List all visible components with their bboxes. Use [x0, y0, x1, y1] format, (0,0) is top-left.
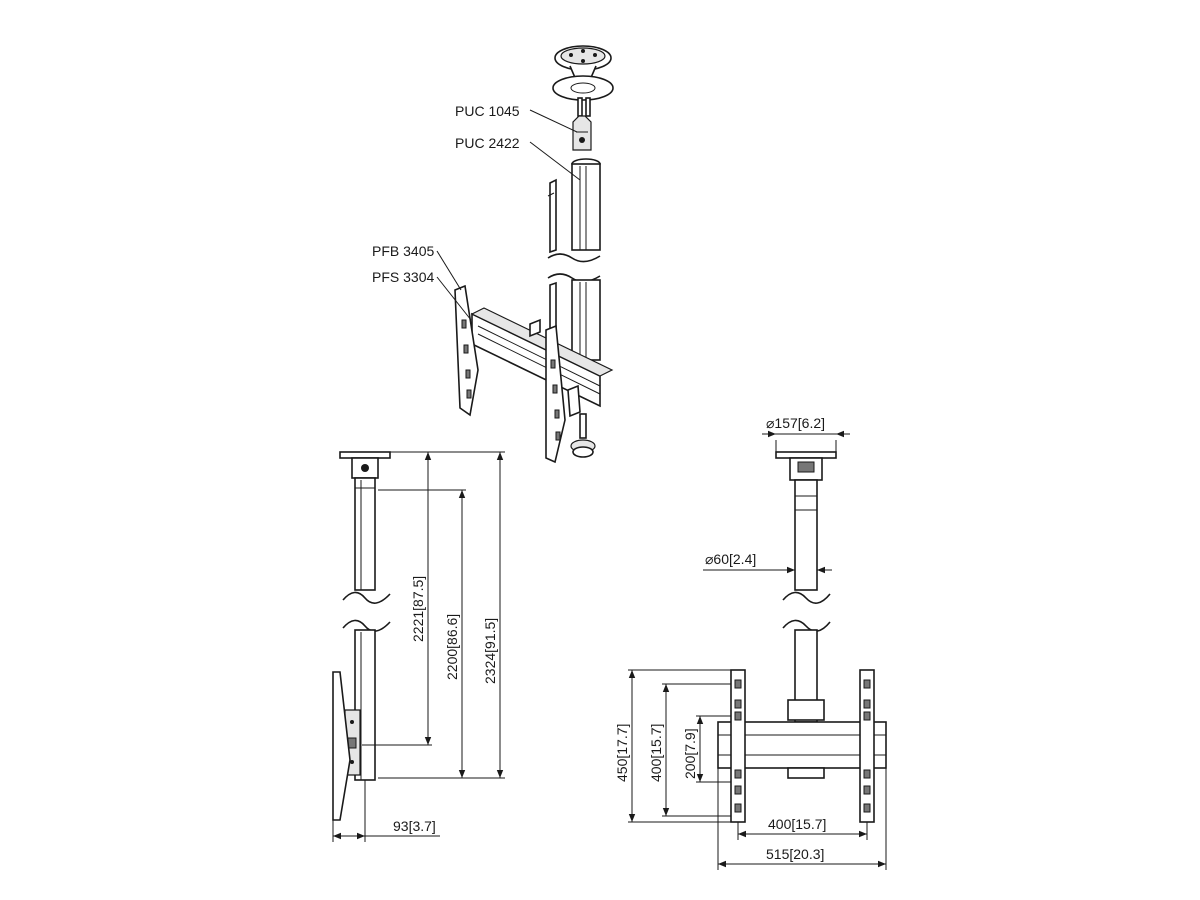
coupling-part: [572, 115, 592, 151]
label-puc-1045: PUC 1045: [455, 103, 520, 119]
front-crossbar: [717, 721, 887, 769]
dim-515: 515[20.3]: [766, 846, 824, 862]
dim-200: 200[7.9]: [682, 728, 698, 779]
dim-400-vertical: 400[15.7]: [648, 724, 664, 782]
label-pfs-3304: PFS 3304: [372, 269, 434, 285]
dim-diameter-60: ⌀60[2.4]: [705, 551, 756, 567]
pole-top-section: [547, 158, 601, 263]
dim-2221: 2221[87.5]: [410, 576, 426, 642]
leader-puc1045: [529, 109, 578, 133]
dim-400-horizontal: 400[15.7]: [768, 816, 826, 832]
front-ceiling-plate: [775, 451, 837, 459]
side-view: 2221[87.5] 2200[86.6] 2324[91.5] 93[3.7]: [332, 451, 505, 842]
display-arm: [470, 307, 614, 408]
locking-knob: [570, 413, 596, 458]
dim-93: 93[3.7]: [393, 818, 436, 834]
display-interface-right: [545, 324, 581, 464]
dim-2200: 2200[86.6]: [444, 614, 460, 680]
front-view: ⌀157[6.2] ⌀60[2.4] 450[17.7] 400[15.7] 2…: [614, 415, 887, 870]
front-pole-upper: [794, 479, 818, 591]
leader-pfb3405: [436, 250, 462, 291]
side-ceiling-plate: [339, 451, 391, 459]
label-pfb-3405: PFB 3405: [372, 243, 434, 259]
ceiling-plate: [552, 45, 614, 101]
dim-450: 450[17.7]: [614, 724, 630, 782]
dim-diameter-157: ⌀157[6.2]: [766, 415, 825, 431]
front-rail-left: [730, 669, 746, 823]
dim-2324: 2324[91.5]: [482, 618, 498, 684]
label-puc-2422: PUC 2422: [455, 135, 520, 151]
leader-puc2422: [529, 141, 581, 181]
side-display-plate: [332, 671, 351, 821]
front-rail-right: [859, 669, 875, 823]
leader-pfs3304: [436, 276, 472, 321]
display-interface-left: [454, 284, 479, 417]
side-pole-upper: [354, 477, 376, 591]
exploded-view: PUC 1045 PUC 2422 PFB 3405 PFS 3304: [372, 45, 614, 464]
